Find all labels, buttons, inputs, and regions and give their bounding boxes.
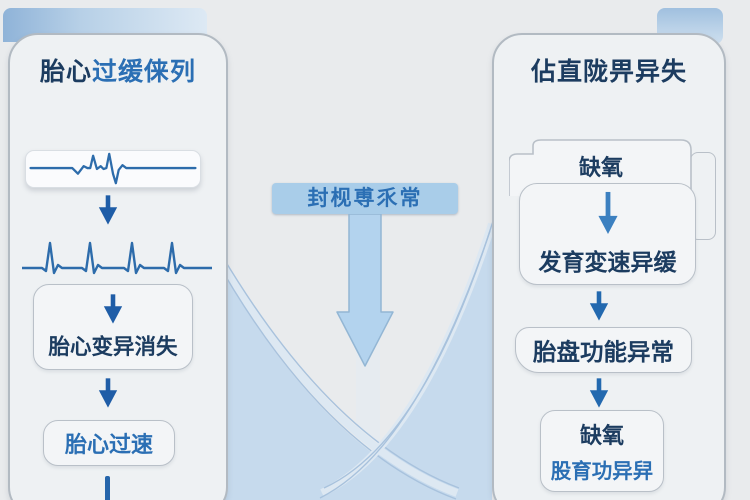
arrow-down-icon: [588, 290, 610, 322]
arrow-down-icon: [596, 191, 620, 235]
flow-connector-line: [105, 476, 110, 500]
ecg-waveform-icon: [25, 150, 201, 188]
ecg-waveform-icon: [22, 241, 212, 275]
big-arrow-down-icon: [336, 214, 394, 367]
flow-box-growth-label: 发育変速异缓: [538, 249, 677, 275]
right-panel-title: 佔直陇畀异失: [530, 58, 687, 86]
flow-box-hypoxia-label: 缺氧: [578, 155, 623, 180]
flow-box-placenta-label: 胎盘功能异常: [533, 339, 674, 365]
arrow-down-icon: [97, 377, 119, 409]
flow-box-final: 缺氧 股育功异舁: [540, 410, 664, 492]
flow-box-final-line2: 股育功异舁: [550, 460, 654, 483]
right-panel: 佔直陇畀异失 缺氧 发育変速异缓 胎盘功能: [492, 33, 726, 500]
flow-box-variation-label: 胎心变异消失: [48, 335, 178, 359]
left-title-secondary: 过缓俫列: [92, 58, 197, 86]
center-label: 封枧尃乑常: [272, 183, 458, 214]
arrow-down-icon: [588, 377, 610, 409]
flow-box-tachy-label: 胎心过速: [64, 432, 153, 457]
arrow-down-icon: [97, 194, 119, 226]
left-panel: 胎心过缓俫列 胎心变异消失: [8, 33, 228, 500]
left-panel-title: 胎心过缓俫列: [10, 57, 226, 87]
flow-box-hypoxia-shape: [509, 139, 692, 196]
arrow-down-icon: [102, 293, 124, 325]
flow-box-growth: 发育変速异缓: [519, 183, 696, 285]
left-title-primary: 胎心: [39, 58, 92, 86]
flow-box-variation: 胎心变异消失: [33, 284, 193, 370]
flow-box-final-line1: 缺氧: [579, 423, 624, 448]
flow-box-placenta: 胎盘功能异常: [515, 327, 692, 373]
flow-box-tachy: 胎心过速: [43, 420, 175, 466]
